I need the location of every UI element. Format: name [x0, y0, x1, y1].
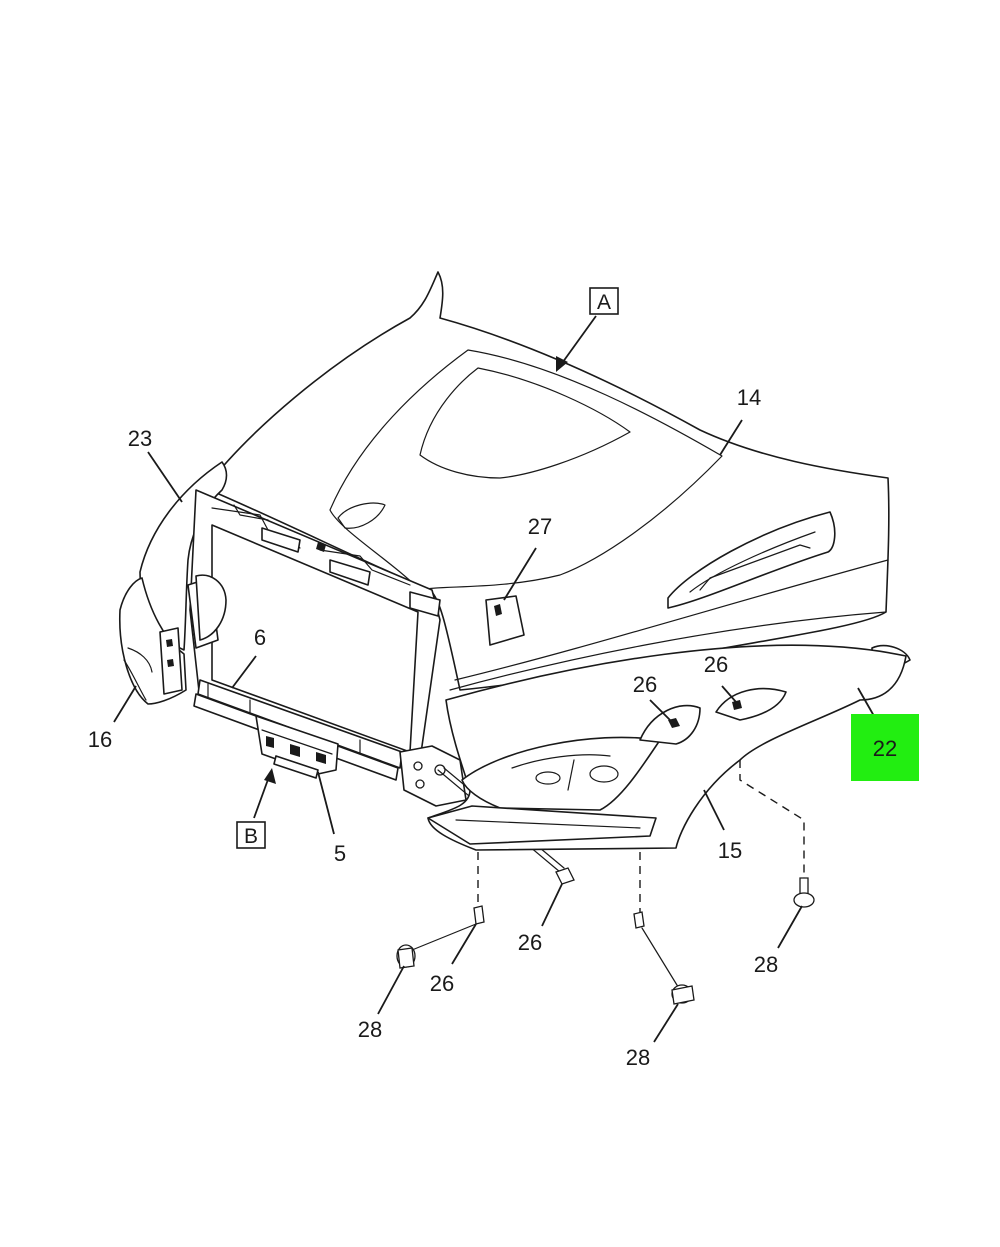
right-fender [427, 644, 907, 851]
callout-28-center[interactable]: 28 [626, 1045, 650, 1070]
leader-26b [721, 685, 737, 703]
callout-6[interactable]: 6 [254, 625, 266, 650]
callout-14[interactable]: 14 [737, 385, 761, 410]
leader-6 [231, 655, 257, 689]
leader-23 [147, 451, 183, 503]
leader-15 [703, 789, 725, 831]
leader-28c [777, 905, 803, 949]
leader-14 [719, 419, 743, 456]
highlighted-callout-22[interactable]: 22 [851, 714, 919, 781]
highlighted-callout-label: 22 [873, 736, 897, 761]
leader-28a [377, 965, 405, 1015]
callout-28-right[interactable]: 28 [754, 952, 778, 977]
view-b-arrow [253, 768, 276, 819]
view-a-arrow [556, 315, 597, 372]
leader-5 [317, 771, 335, 835]
view-marker-b[interactable]: B [236, 821, 266, 849]
callout-26-lower-center[interactable]: 26 [518, 930, 542, 955]
callout-28-left[interactable]: 28 [358, 1017, 382, 1042]
leader-22 [857, 687, 875, 717]
bolt-28-center [641, 927, 695, 1005]
left-fender [118, 461, 228, 705]
leader-28b [653, 1003, 679, 1043]
leader-26a [649, 699, 671, 721]
fastener-26-middle [633, 911, 645, 929]
callout-16[interactable]: 16 [88, 727, 112, 752]
highlight-box [851, 714, 919, 781]
fastener-26-lower-right [555, 867, 575, 885]
view-marker-a-label: A [597, 291, 611, 314]
callout-15[interactable]: 15 [718, 838, 742, 863]
callout-23[interactable]: 23 [128, 426, 152, 451]
callout-27[interactable]: 27 [528, 514, 552, 539]
leader-26c [541, 883, 563, 927]
view-marker-b-label: B [244, 825, 258, 848]
leader-26d [451, 923, 477, 965]
bolt-28-left [396, 923, 477, 969]
callout-26-upper-right[interactable]: 26 [704, 652, 728, 677]
fastener-26-lower-left [473, 905, 485, 925]
leader-27 [503, 547, 537, 601]
callout-26-upper-left[interactable]: 26 [633, 672, 657, 697]
install-line-right [739, 760, 805, 876]
callout-5[interactable]: 5 [334, 841, 346, 866]
view-marker-a[interactable]: A [589, 287, 619, 315]
leader-16 [113, 685, 137, 723]
callout-26-lower-left[interactable]: 26 [430, 971, 454, 996]
bolt-28-right [793, 877, 815, 908]
center-bracket [255, 715, 339, 779]
